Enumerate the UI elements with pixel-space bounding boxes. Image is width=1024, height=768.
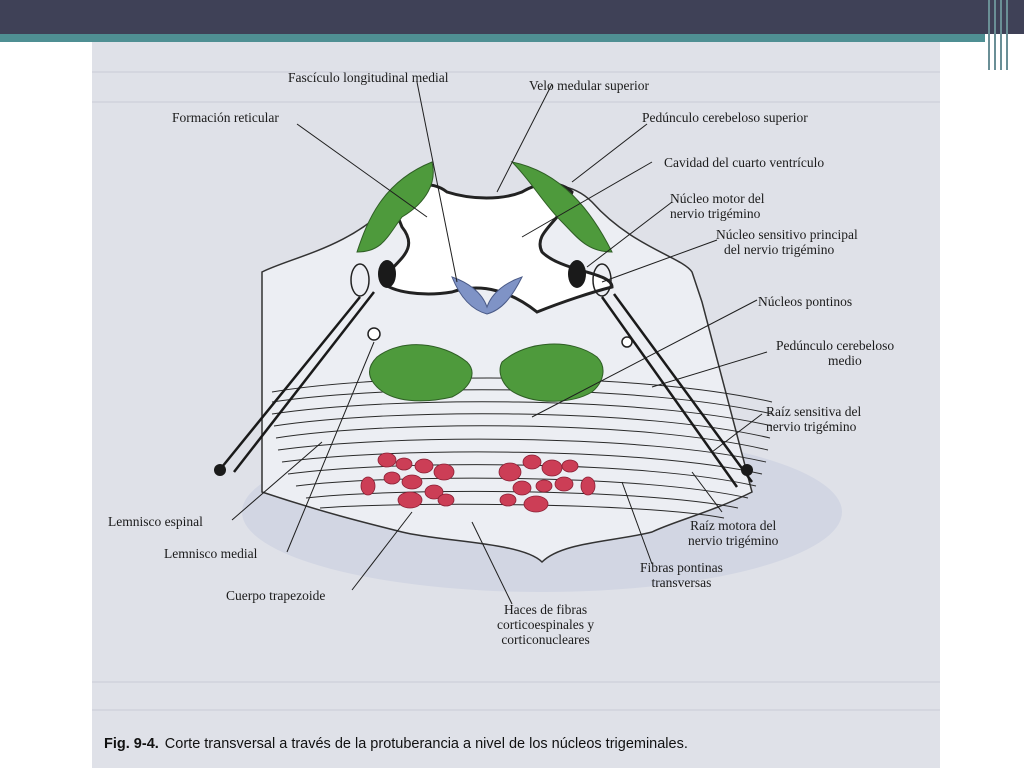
medial-longitudinal-fasciculus: [451, 276, 523, 315]
trigeminal-nucleus-right: [568, 260, 586, 288]
nucleus-marker-left: [367, 327, 381, 341]
trigeminal-sensory-nucleus-left: [350, 263, 370, 297]
label-line: del nervio trigémino: [724, 242, 835, 257]
pons-diagram: [92, 71, 940, 711]
label-corticospinal-fibers: Haces de fibras corticoespinales y corti…: [497, 602, 594, 647]
label-trigeminal-sensory-root: Raíz sensitiva del nervio trigémino: [766, 404, 861, 434]
label-trapezoid-body: Cuerpo trapezoide: [226, 588, 326, 603]
leader-lines: [231, 81, 768, 605]
corner-decoration: [984, 0, 1024, 70]
nucleus-marker-right: [621, 336, 633, 348]
label-line: corticonucleares: [501, 632, 590, 647]
label-fourth-ventricle: Cavidad del cuarto ventrículo: [664, 155, 825, 170]
trigeminal-nucleus-left: [378, 260, 396, 288]
label-line: Núcleo motor del: [670, 191, 765, 206]
label-medial-lemniscus: Lemnisco medial: [164, 546, 258, 561]
label-trigeminal-motor-root: Raíz motora del nervio trigémino: [688, 518, 778, 548]
transverse-fibers: [271, 377, 773, 519]
label-reticular-formation: Formación reticular: [172, 110, 279, 125]
label-spinal-lemniscus: Lemnisco espinal: [108, 514, 203, 529]
caption-text: Corte transversal a través de la protube…: [164, 736, 688, 752]
caption-number: Fig. 9-4.: [104, 736, 159, 752]
label-trigeminal-principal-sensory-nucleus: Núcleo sensitivo principal del nervio tr…: [716, 227, 858, 257]
superior-cerebellar-peduncle-right: [510, 161, 613, 253]
label-line: corticoespinales y: [497, 617, 595, 632]
label-line: Raíz sensitiva del: [766, 404, 862, 419]
pontine-nucleus-right: [499, 343, 604, 402]
label-line: medio: [828, 353, 862, 368]
root-end-left: [214, 464, 226, 476]
trigeminal-sensory-nucleus-right: [592, 263, 612, 297]
label-medial-longitudinal-fasciculus: Fascículo longitudinal medial: [288, 70, 449, 85]
label-line: nervio trigémino: [670, 206, 761, 221]
slide-accent-bar: [0, 34, 985, 42]
label-line: Raíz motora del: [690, 518, 777, 533]
label-line: Núcleo sensitivo principal: [716, 227, 858, 242]
superior-cerebellar-peduncle-left: [356, 161, 434, 253]
label-superior-cerebellar-peduncle: Pedúnculo cerebeloso superior: [642, 110, 808, 125]
label-trigeminal-motor-nucleus: Núcleo motor del nervio trigémino: [670, 191, 764, 221]
label-line: transversas: [651, 575, 712, 590]
corticospinal-bundles: [360, 452, 596, 513]
fourth-ventricle-cavity: [380, 182, 614, 314]
label-line: nervio trigémino: [688, 533, 779, 548]
pontine-nucleus-left: [369, 344, 473, 402]
label-line: Haces de fibras: [503, 602, 588, 617]
label-transverse-pontine-fibers: Fibras pontinas transversas: [640, 560, 723, 590]
label-pontine-nuclei: Núcleos pontinos: [758, 294, 853, 309]
label-line: Fibras pontinas: [640, 560, 723, 575]
slide-title-bar: [0, 0, 1024, 34]
page-background-texture: [92, 71, 940, 711]
trigeminal-roots: [221, 291, 754, 488]
figure-caption: Fig. 9-4. Corte transversal a través de l…: [104, 736, 688, 752]
label-superior-medullary-velum: Velo medular superior: [529, 78, 649, 93]
label-line: Pedúnculo cerebeloso: [776, 338, 895, 353]
root-end-right: [741, 464, 753, 476]
pons-cross-section-figure: Fascículo longitudinal medial Velo medul…: [92, 42, 940, 768]
label-line: nervio trigémino: [766, 419, 857, 434]
label-middle-cerebellar-peduncle: Pedúnculo cerebeloso medio: [776, 338, 894, 368]
